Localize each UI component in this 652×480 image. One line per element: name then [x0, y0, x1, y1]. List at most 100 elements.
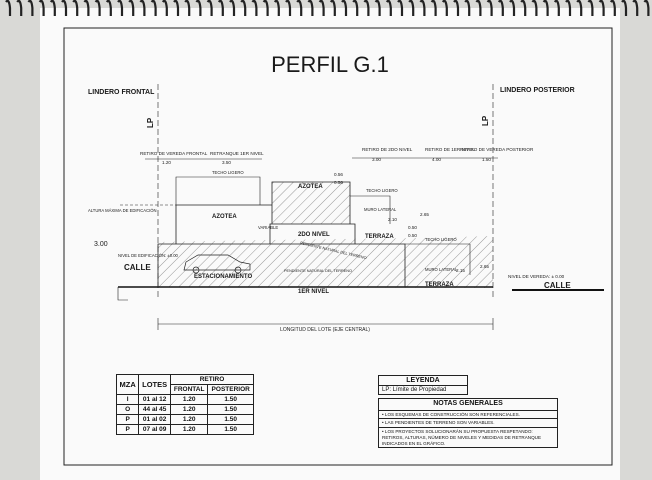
spiral-coil	[161, 0, 168, 16]
spiral-coil	[475, 0, 482, 16]
terrain-hatch	[158, 236, 493, 288]
car-icon	[183, 254, 251, 271]
spiral-coil	[49, 0, 56, 16]
label-longitud-lote: LONGITUD DEL LOTE (EJE CENTRAL)	[280, 327, 370, 333]
spiral-coil	[453, 0, 460, 16]
label-terraza-1: TERRAZA	[365, 234, 394, 240]
building-hatch	[272, 182, 350, 224]
spiral-coil	[464, 0, 471, 16]
spiral-coil	[363, 0, 370, 16]
cell-posterior: 1.50	[207, 424, 254, 435]
label-altura-val: 3.00	[94, 241, 108, 248]
spiral-coil	[341, 0, 348, 16]
dim-retiro-1er-val: 4.00	[432, 157, 441, 162]
label-2do-nivel: 2DO NIVEL	[298, 232, 330, 238]
label-nivel-edificacion: NIVEL DE EDIFICACIÓN: ±0.00	[118, 253, 179, 258]
spiral-coil	[397, 0, 404, 16]
cell-mza: P	[115, 414, 140, 425]
spiral-coil	[520, 0, 527, 16]
cell-mza: I	[115, 394, 140, 405]
label-pendiente-2: PENDIENTE NATURAL DEL TERRENO	[284, 269, 352, 273]
cell-posterior: 1.50	[207, 404, 254, 415]
cell-frontal: 1.20	[169, 404, 209, 415]
dim-retiro-vereda-posterior: RETIRO DE VEREDA POSTERIOR	[460, 147, 534, 152]
dim-retiro-2do-val: 3.00	[372, 157, 381, 162]
street-step	[117, 287, 128, 301]
lp-front-label: LP	[146, 117, 155, 128]
dim-retiro-1er: RETIRO DE 1ER NIVEL	[425, 147, 475, 152]
spiral-coil	[441, 0, 448, 16]
spiral-coil	[150, 0, 157, 16]
label-terraza-2: TERRAZA	[425, 282, 454, 288]
dim-215: 2.15	[456, 268, 465, 273]
spiral-coil	[531, 0, 538, 16]
dim-retiro-vereda-frontal: RETIRO DE VEREDA FRONTAL	[140, 151, 208, 156]
spiral-coil	[419, 0, 426, 16]
spiral-coil	[307, 0, 314, 16]
spiral-coil	[251, 0, 258, 16]
cell-frontal: 1.20	[169, 424, 209, 435]
front-canopy	[175, 176, 261, 205]
cell-mza: P	[115, 424, 140, 435]
spiral-coil	[94, 0, 101, 16]
spiral-coil	[184, 0, 191, 16]
cell-lotes: 44 al 45	[138, 404, 171, 415]
spiral-coil	[609, 0, 616, 16]
dim-265b: 2.65	[480, 264, 489, 269]
spiral-coil	[408, 0, 415, 16]
dim-265: 2.65	[420, 212, 429, 217]
spiral-coil	[296, 0, 303, 16]
car-wheel-rear-icon	[234, 266, 242, 274]
dim-210: 2.10	[388, 217, 397, 222]
spiral-coil	[565, 0, 572, 16]
dim-050a: 0.50	[408, 225, 417, 230]
spiral-coil	[486, 0, 493, 16]
spiral-coil	[318, 0, 325, 16]
spiral-coil	[117, 0, 124, 16]
spiral-coil	[576, 0, 583, 16]
spiral-coil	[553, 0, 560, 16]
notas-title: NOTAS GENERALES	[378, 398, 558, 411]
spiral-coil	[128, 0, 135, 16]
label-calle-right: CALLE	[544, 281, 571, 290]
spiral-coil	[16, 0, 23, 16]
dim-retiro-vereda-frontal-val: 1.20	[162, 160, 171, 165]
label-azotea-2: AZOTEA	[212, 214, 237, 220]
spiral-coil	[509, 0, 516, 16]
cell-lotes: 07 al 09	[138, 424, 171, 435]
spiral-coil	[240, 0, 247, 16]
spiral-coil	[587, 0, 594, 16]
label-altura-maxima: ALTURA MÁXIMA DE EDIFICACIÓN	[88, 208, 157, 213]
spiral-coil	[72, 0, 79, 16]
cell-posterior: 1.50	[207, 414, 254, 425]
spiral-coil	[621, 0, 628, 16]
spiral-coil	[61, 0, 68, 16]
label-nivel-vereda: NIVEL DE VEREDA: ± 0.00	[508, 274, 565, 279]
first-level-outline	[157, 243, 406, 287]
car-wheel-front-icon	[192, 266, 200, 274]
th-retiro: RETIRO	[169, 374, 255, 385]
th-mza: MZA	[115, 374, 140, 395]
leyenda-box: LEYENDA LP: Límite de Propiedad	[378, 375, 468, 395]
spiral-coil	[643, 0, 650, 16]
spiral-binding	[5, 0, 650, 16]
second-level-outline	[269, 223, 356, 244]
dim-retiro-vereda-posterior-val: 1.50	[482, 157, 491, 162]
nota-item: • LOS ESQUEMAS DE CONSTRUCCIÓN SON REFER…	[378, 409, 558, 420]
spiral-coil	[217, 0, 224, 16]
th-lotes: LOTES	[138, 374, 171, 395]
label-techo-ligero-2: TECHO LIGERO	[366, 188, 398, 193]
drawing-frame	[63, 27, 613, 466]
lp-back-label: LP	[481, 115, 490, 126]
spiral-coil	[542, 0, 549, 16]
label-estacionamiento: ESTACIONAMIENTO	[194, 274, 252, 280]
spiral-coil	[329, 0, 336, 16]
azotea-outline	[271, 181, 351, 224]
label-techo-ligero-1: TECHO LIGERO	[212, 170, 244, 175]
lindero-posterior-label: LINDERO POSTERIOR	[500, 87, 575, 94]
